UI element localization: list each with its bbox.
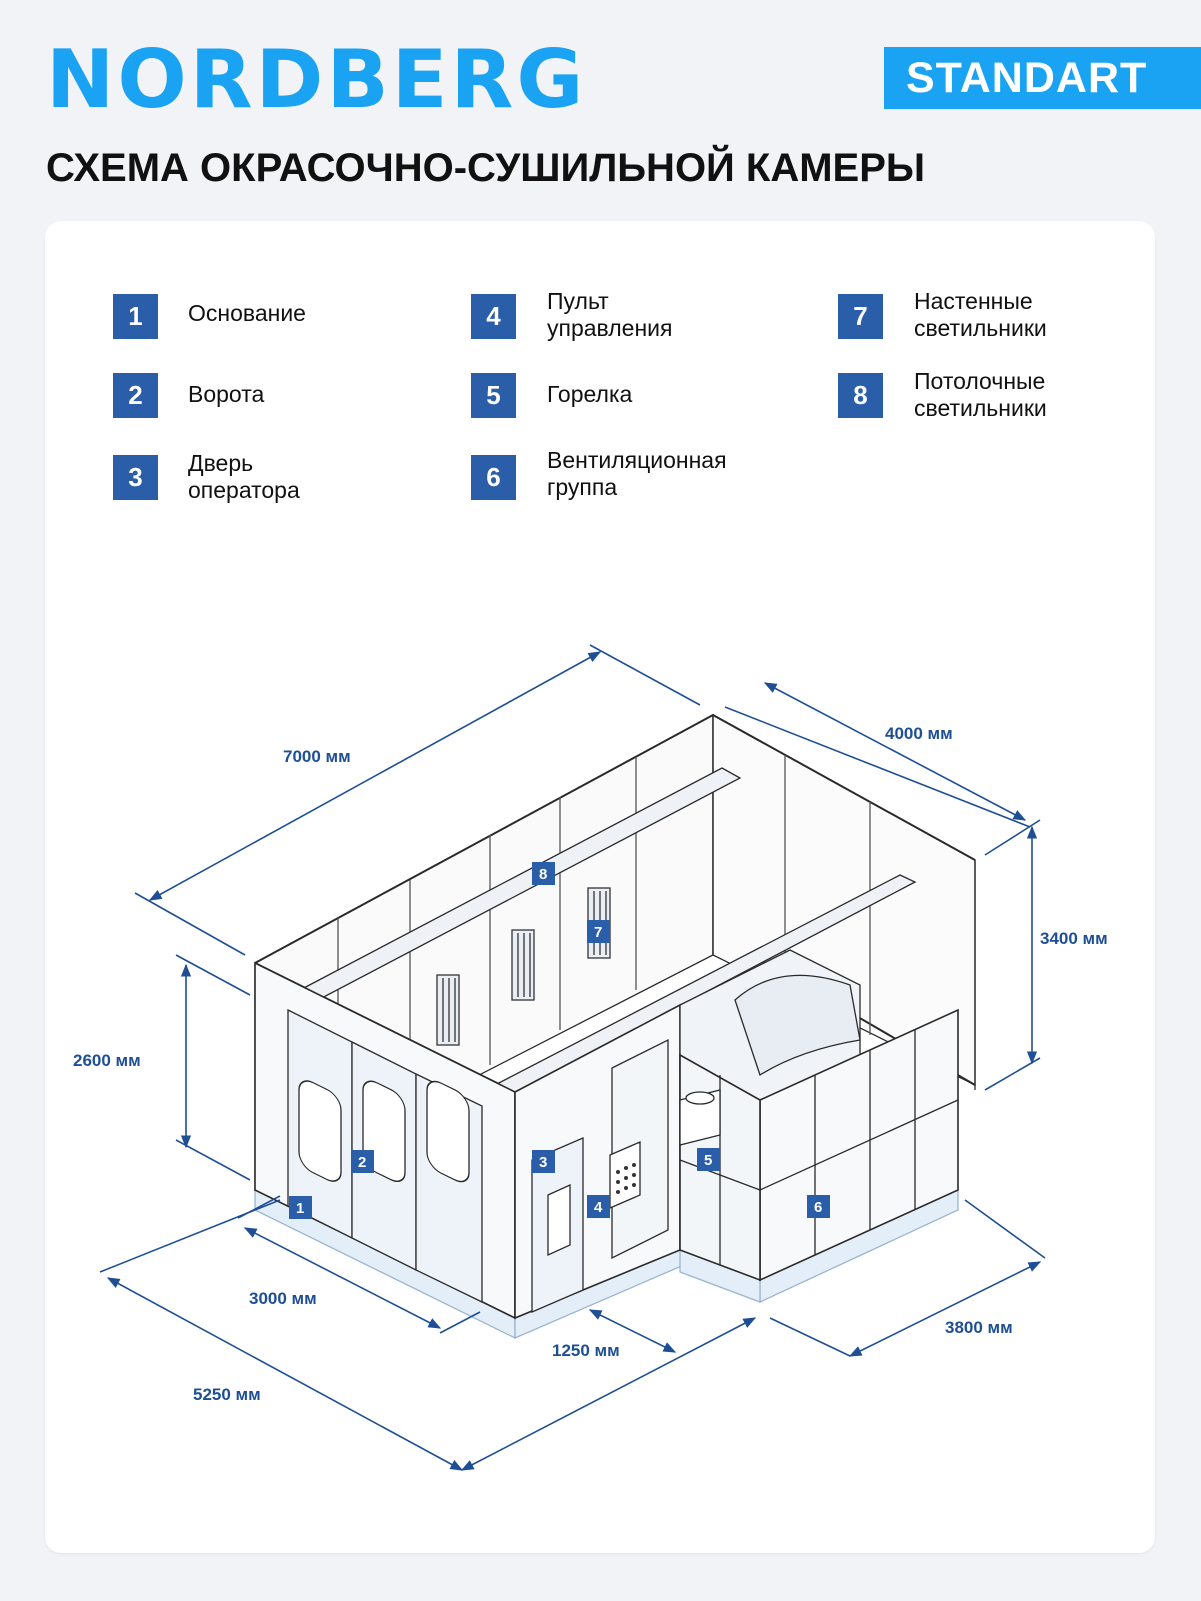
legend-number: 2 [113,373,158,418]
page-title: СХЕМА ОКРАСОЧНО-СУШИЛЬНОЙ КАМЕРЫ [46,146,926,190]
legend-label: Пульт управления [547,288,673,341]
tag-gate: 2 [358,1154,366,1171]
model-badge-label: STANDART [906,53,1148,102]
dim-gate-width: 3000 мм [249,1289,317,1308]
operator-door-window [547,1183,571,1257]
dim-length: 7000 мм [283,747,351,766]
legend-number: 1 [113,294,158,339]
dim-width: 4000 мм [885,724,953,743]
tag-control-panel: 4 [594,1199,603,1216]
dimension-lines [99,644,1046,1471]
component-tags: 1 2 3 4 5 6 7 8 [289,862,830,1219]
model-badge: STANDART [884,47,1201,109]
tag-ceiling-lights: 8 [539,866,547,883]
legend-number: 8 [838,373,883,418]
legend-number: 3 [113,455,158,500]
legend-number: 4 [471,294,516,339]
dim-vent-depth: 3800 мм [945,1318,1013,1337]
brand-logo: NORDBERG [46,33,587,126]
legend-label: Горелка [547,381,633,407]
vent-duct-arc [734,974,861,1076]
legend-label: Настенные светильники [914,288,1047,341]
legend-number: 5 [471,373,516,418]
legend-number: 6 [471,455,516,500]
dim-height-gate: 2600 мм [73,1051,141,1070]
tag-ventilation: 6 [814,1199,822,1216]
booth-structure [254,713,976,1340]
gate-leaves [287,1008,483,1304]
tag-operator-door: 3 [539,1154,547,1171]
dim-front-width: 5250 мм [193,1385,261,1404]
legend-label: Вентиляционная группа [547,447,727,500]
dim-offset: 1250 мм [552,1341,620,1360]
tag-base: 1 [296,1200,304,1217]
legend-label: Потолочные светильники [914,368,1047,421]
tag-wall-lights: 7 [594,924,602,941]
tag-burner: 5 [704,1152,712,1169]
legend-label: Основание [188,300,306,326]
legend-number: 7 [838,294,883,339]
legend-label: Ворота [188,381,265,407]
legend-label: Дверь оператора [188,450,300,503]
dim-height-total: 3400 мм [1040,929,1108,948]
